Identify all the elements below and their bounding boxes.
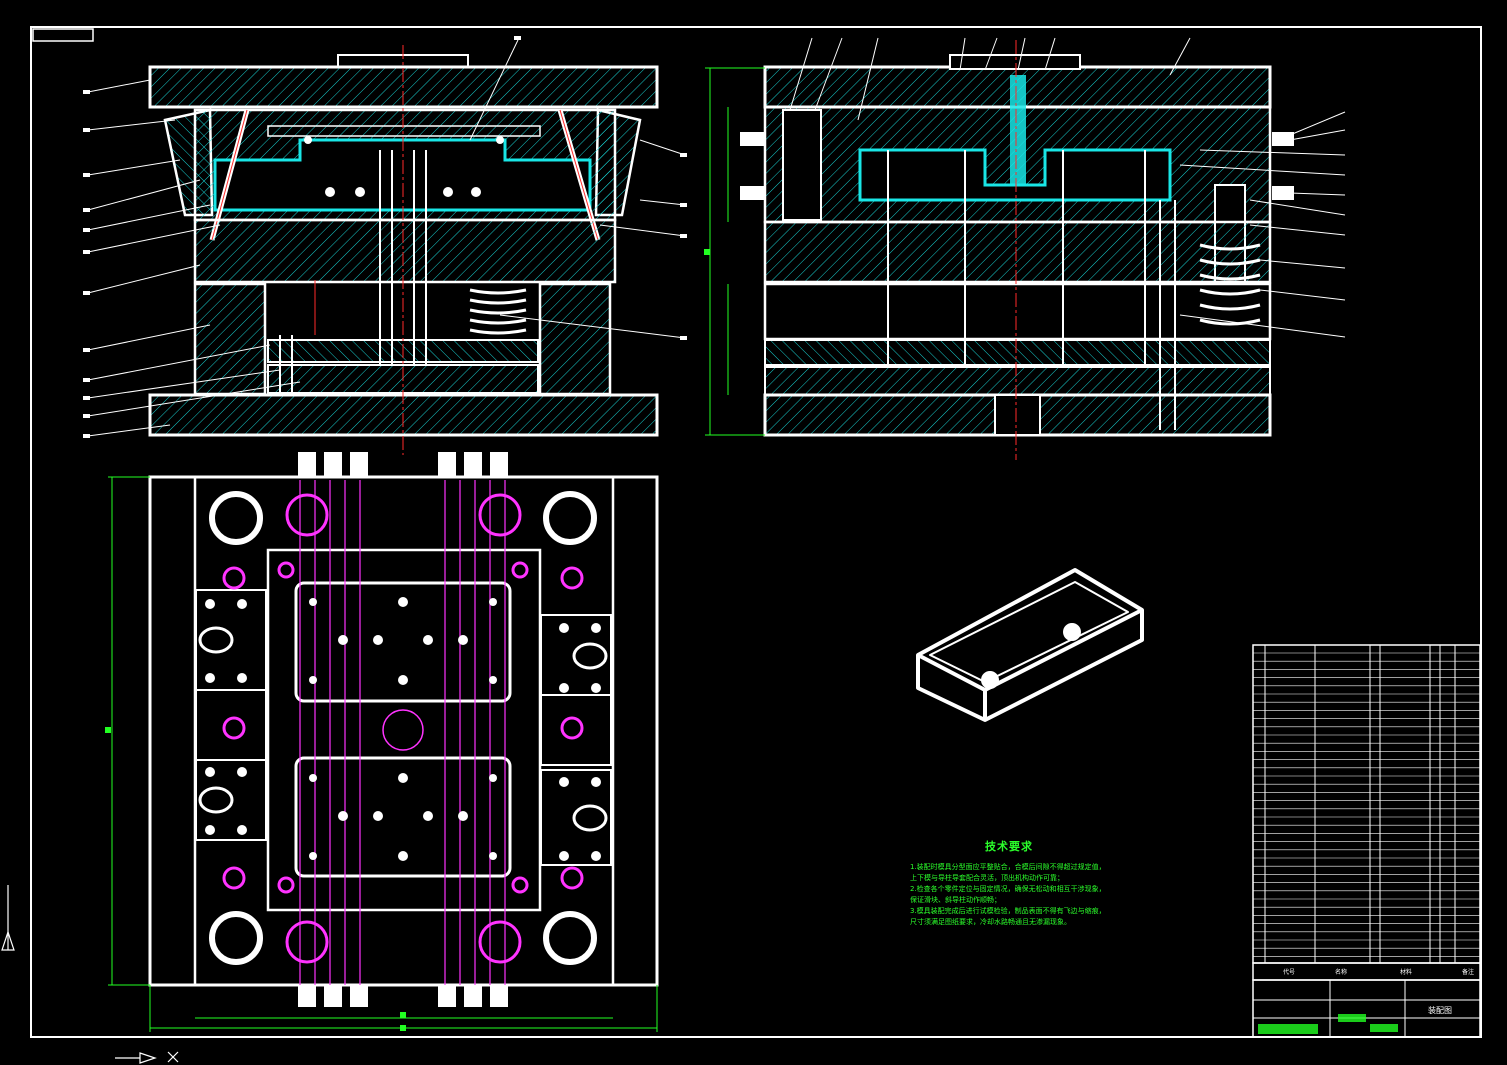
tech-requirements-title: 技术要求 [985, 840, 1033, 853]
tech-line: 尺寸须满足图纸要求，冷却水路畅通且无渗漏现象。 [910, 918, 1071, 926]
parts-list [1252, 644, 1481, 964]
drawing-name: 装配图 [1428, 1006, 1452, 1015]
tech-requirements-text: 1.装配时模具分型面应平整贴合，合模后间隙不得超过规定值， 上下模与导柱导套配合… [910, 862, 1110, 928]
header-remark: 备注 [1462, 969, 1475, 976]
side-section-view [704, 37, 1346, 460]
drawing-frame [30, 26, 1482, 1038]
tech-line: 2.检查各个零件定位与固定情况，确保无松动和相互干涉现象， [910, 885, 1106, 893]
header-code: 代号 [1283, 969, 1296, 976]
header-material: 材料 [1400, 969, 1413, 976]
header-name: 名称 [1335, 969, 1348, 976]
plan-view [105, 452, 659, 1032]
title-block [1252, 962, 1481, 1038]
tech-line: 3.模具装配完成后进行试模检验，制品表面不得有飞边与缩痕， [910, 907, 1106, 915]
tech-line: 上下模与导柱导套配合灵活，顶出机构动作可靠； [910, 874, 1064, 882]
front-section-view [83, 36, 687, 455]
ucs-icon [1, 885, 179, 1064]
product-isometric-view [916, 568, 1144, 722]
tech-line: 1.装配时模具分型面应平整贴合，合模后间隙不得超过规定值， [910, 863, 1106, 871]
tech-line: 保证滑块、斜导柱动作顺畅； [910, 896, 1001, 904]
